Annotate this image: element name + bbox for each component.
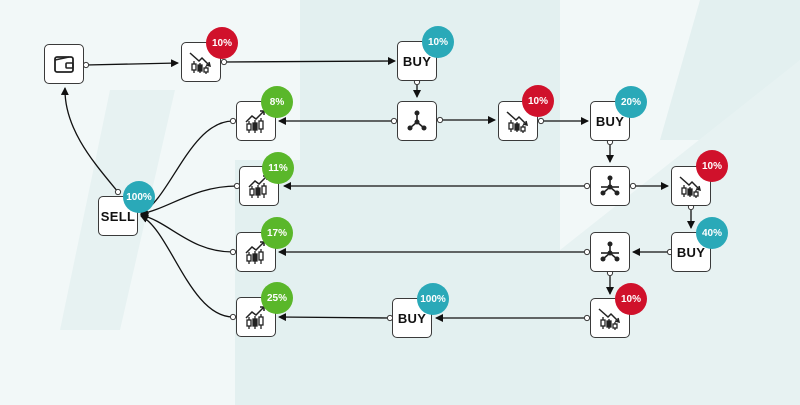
candlestick-up-icon — [245, 241, 265, 264]
split-icon — [600, 241, 620, 262]
edge-market-up-2-to-sell — [140, 185, 238, 217]
buy-label-3: BUY — [676, 244, 706, 260]
market-up-node-4[interactable] — [236, 297, 276, 337]
edge-market-up-4-to-sell — [140, 215, 234, 318]
sell-label: SELL — [100, 208, 136, 224]
buy-label-2: BUY — [595, 113, 625, 129]
wallet-icon — [54, 56, 74, 73]
edge-buy-4-to-market-up-4 — [278, 313, 391, 322]
market-down-badge-4: 10% — [615, 283, 647, 315]
wallet-node[interactable] — [44, 44, 84, 84]
buy-badge-2: 20% — [615, 86, 647, 118]
edge-market-up-3-to-sell — [140, 212, 234, 253]
buy-node-3[interactable]: BUY — [671, 232, 711, 272]
candlestick-up-icon — [248, 175, 268, 198]
split-node-1[interactable] — [397, 101, 437, 141]
market-down-badge-2: 10% — [522, 85, 554, 117]
candlestick-down-icon — [598, 308, 621, 330]
market-up-badge-4: 25% — [261, 282, 293, 314]
candlestick-down-icon — [506, 111, 529, 133]
candlestick-up-icon — [245, 110, 265, 133]
market-up-badge-3: 17% — [261, 217, 293, 249]
buy-badge-3: 40% — [696, 217, 728, 249]
buy-label-4: BUY — [397, 310, 427, 326]
market-down-badge-1: 10% — [206, 27, 238, 59]
candlestick-down-icon — [679, 176, 702, 198]
split-node-3[interactable] — [590, 232, 630, 272]
split-icon — [600, 175, 620, 196]
split-icon — [407, 110, 427, 131]
edge-wallet-to-market-down-1 — [85, 59, 179, 68]
split-node-2[interactable] — [590, 166, 630, 206]
market-down-badge-3: 10% — [696, 150, 728, 182]
market-up-badge-2: 11% — [262, 152, 294, 184]
edge-market-down-1-to-buy-1 — [223, 57, 396, 66]
buy-label-1: BUY — [402, 53, 432, 69]
buy-badge-4: 100% — [417, 283, 449, 315]
market-up-node-1[interactable] — [236, 101, 276, 141]
candlestick-down-icon — [189, 52, 212, 74]
buy-node-1[interactable]: BUY — [397, 41, 437, 81]
sell-badge: 100% — [123, 181, 155, 213]
candlestick-up-icon — [245, 306, 265, 329]
buy-badge-1: 10% — [422, 26, 454, 58]
market-up-badge-1: 8% — [261, 86, 293, 118]
edge-sell-to-wallet — [60, 87, 119, 193]
market-down-node-2[interactable] — [498, 101, 538, 141]
